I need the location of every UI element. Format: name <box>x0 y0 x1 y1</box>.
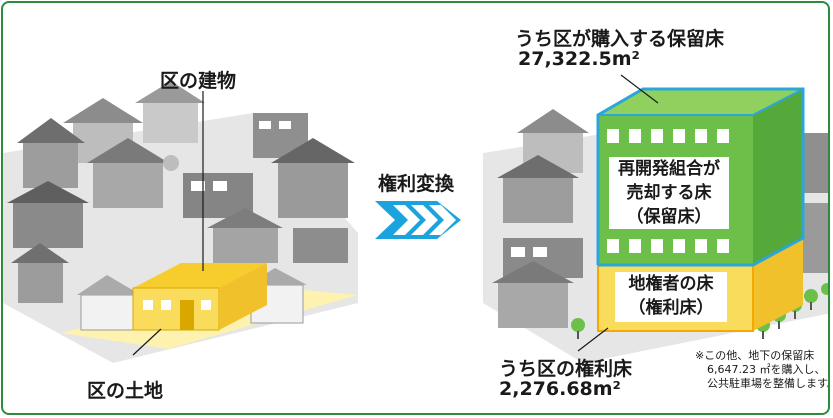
after-illustration <box>483 74 828 363</box>
neighbor-houses <box>7 81 355 331</box>
reserve-floor-box: 再開発組合が 売却する床 （保留床） <box>609 157 729 229</box>
reserve-floor-line2: 売却する床 <box>626 183 712 203</box>
purchase-label: うち区が購入する保留床 <box>515 28 725 50</box>
reserve-floor-line1: 再開発組合が <box>618 159 720 179</box>
building-label: 区の建物 <box>160 70 237 92</box>
ward-rights-label: うち区の権利床 <box>499 358 633 380</box>
ward-rights-area: 2,276.68m² <box>499 378 621 400</box>
footnote-line1: ※この他、地下の保留床 <box>695 349 815 362</box>
conversion-arrow <box>375 201 461 239</box>
rights-floor-line1: 地権者の床 <box>628 274 714 294</box>
footnote-line3: 公共駐車場を整備します。 <box>707 377 830 390</box>
reserve-floor-line3: （保留床） <box>626 207 712 227</box>
land-label: 区の土地 <box>87 380 164 402</box>
before-illustration <box>3 81 358 363</box>
footnote: ※この他、地下の保留床 6,647.23 ㎡を購入し、 公共駐車場を整備します。 <box>695 349 830 391</box>
footnote-line2: 6,647.23 ㎡を購入し、 <box>707 363 826 376</box>
rights-floor-box: 地権者の床 （権利床） <box>615 272 727 322</box>
conversion-label: 権利変換 <box>378 173 455 195</box>
neighbor-houses-after <box>492 109 828 328</box>
rights-floor-line2: （権利床） <box>628 298 714 318</box>
ward-building <box>132 263 267 331</box>
purchase-area: 27,322.5m² <box>518 48 640 70</box>
